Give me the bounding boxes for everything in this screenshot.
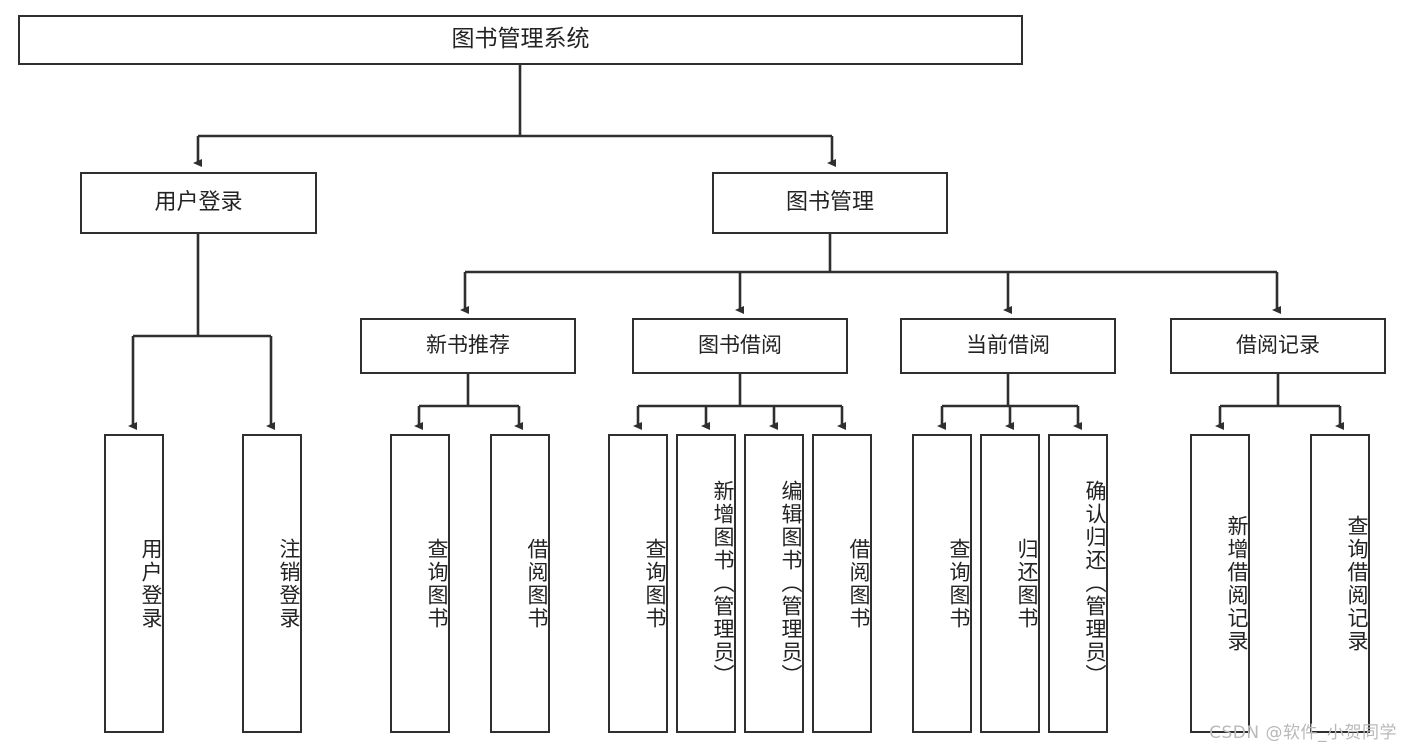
node-book-manage-label: 图书管理 <box>785 189 874 215</box>
node-borrow-record[interactable]: 借阅记录 <box>1170 318 1386 374</box>
node-leaf-query-record-label: 查询借阅记录 <box>1345 514 1369 653</box>
watermark: CSDN @软件_小贺同学 <box>1209 723 1397 743</box>
node-book-manage[interactable]: 图书管理 <box>712 172 948 234</box>
node-root[interactable]: 图书管理系统 <box>18 15 1023 65</box>
node-leaf-logout-login[interactable]: 注销登录 <box>242 434 302 733</box>
node-root-label: 图书管理系统 <box>451 26 590 53</box>
node-leaf-query-book-1[interactable]: 查询图书 <box>390 434 450 733</box>
node-user-login-label: 用户登录 <box>154 189 243 215</box>
node-leaf-user-login-label: 用户登录 <box>139 537 163 630</box>
node-leaf-query-book-1-label: 查询图书 <box>425 537 449 630</box>
node-leaf-borrow-book-1[interactable]: 借阅图书 <box>490 434 550 733</box>
node-leaf-add-record-label: 新增借阅记录 <box>1225 514 1249 653</box>
node-leaf-borrow-book-1-label: 借阅图书 <box>525 537 549 630</box>
node-leaf-edit-book[interactable]: 编辑图书（管理员） <box>744 434 804 733</box>
node-new-book-recommend-label: 新书推荐 <box>426 333 510 358</box>
node-leaf-confirm-return-label: 确认归还（管理员） <box>1083 480 1107 687</box>
node-current-borrow-label: 当前借阅 <box>966 333 1050 358</box>
node-leaf-confirm-return[interactable]: 确认归还（管理员） <box>1048 434 1108 733</box>
node-leaf-query-record[interactable]: 查询借阅记录 <box>1310 434 1370 733</box>
node-leaf-borrow-book-2-label: 借阅图书 <box>847 537 871 630</box>
node-leaf-query-book-2[interactable]: 查询图书 <box>608 434 668 733</box>
node-leaf-query-book-3[interactable]: 查询图书 <box>912 434 972 733</box>
node-book-borrow[interactable]: 图书借阅 <box>632 318 848 374</box>
node-book-borrow-label: 图书借阅 <box>698 333 782 358</box>
node-leaf-edit-book-label: 编辑图书（管理员） <box>779 480 803 687</box>
node-leaf-borrow-book-2[interactable]: 借阅图书 <box>812 434 872 733</box>
node-leaf-logout-login-label: 注销登录 <box>277 537 301 630</box>
node-leaf-add-book[interactable]: 新增图书（管理员） <box>676 434 736 733</box>
node-new-book-recommend[interactable]: 新书推荐 <box>360 318 576 374</box>
node-leaf-user-login[interactable]: 用户登录 <box>104 434 164 733</box>
node-leaf-query-book-3-label: 查询图书 <box>947 537 971 630</box>
node-leaf-return-book-label: 归还图书 <box>1015 537 1039 630</box>
node-leaf-query-book-2-label: 查询图书 <box>643 537 667 630</box>
node-user-login[interactable]: 用户登录 <box>80 172 317 234</box>
node-leaf-add-record[interactable]: 新增借阅记录 <box>1190 434 1250 733</box>
node-leaf-add-book-label: 新增图书（管理员） <box>711 480 735 687</box>
node-borrow-record-label: 借阅记录 <box>1236 333 1320 358</box>
node-current-borrow[interactable]: 当前借阅 <box>900 318 1116 374</box>
node-leaf-return-book[interactable]: 归还图书 <box>980 434 1040 733</box>
